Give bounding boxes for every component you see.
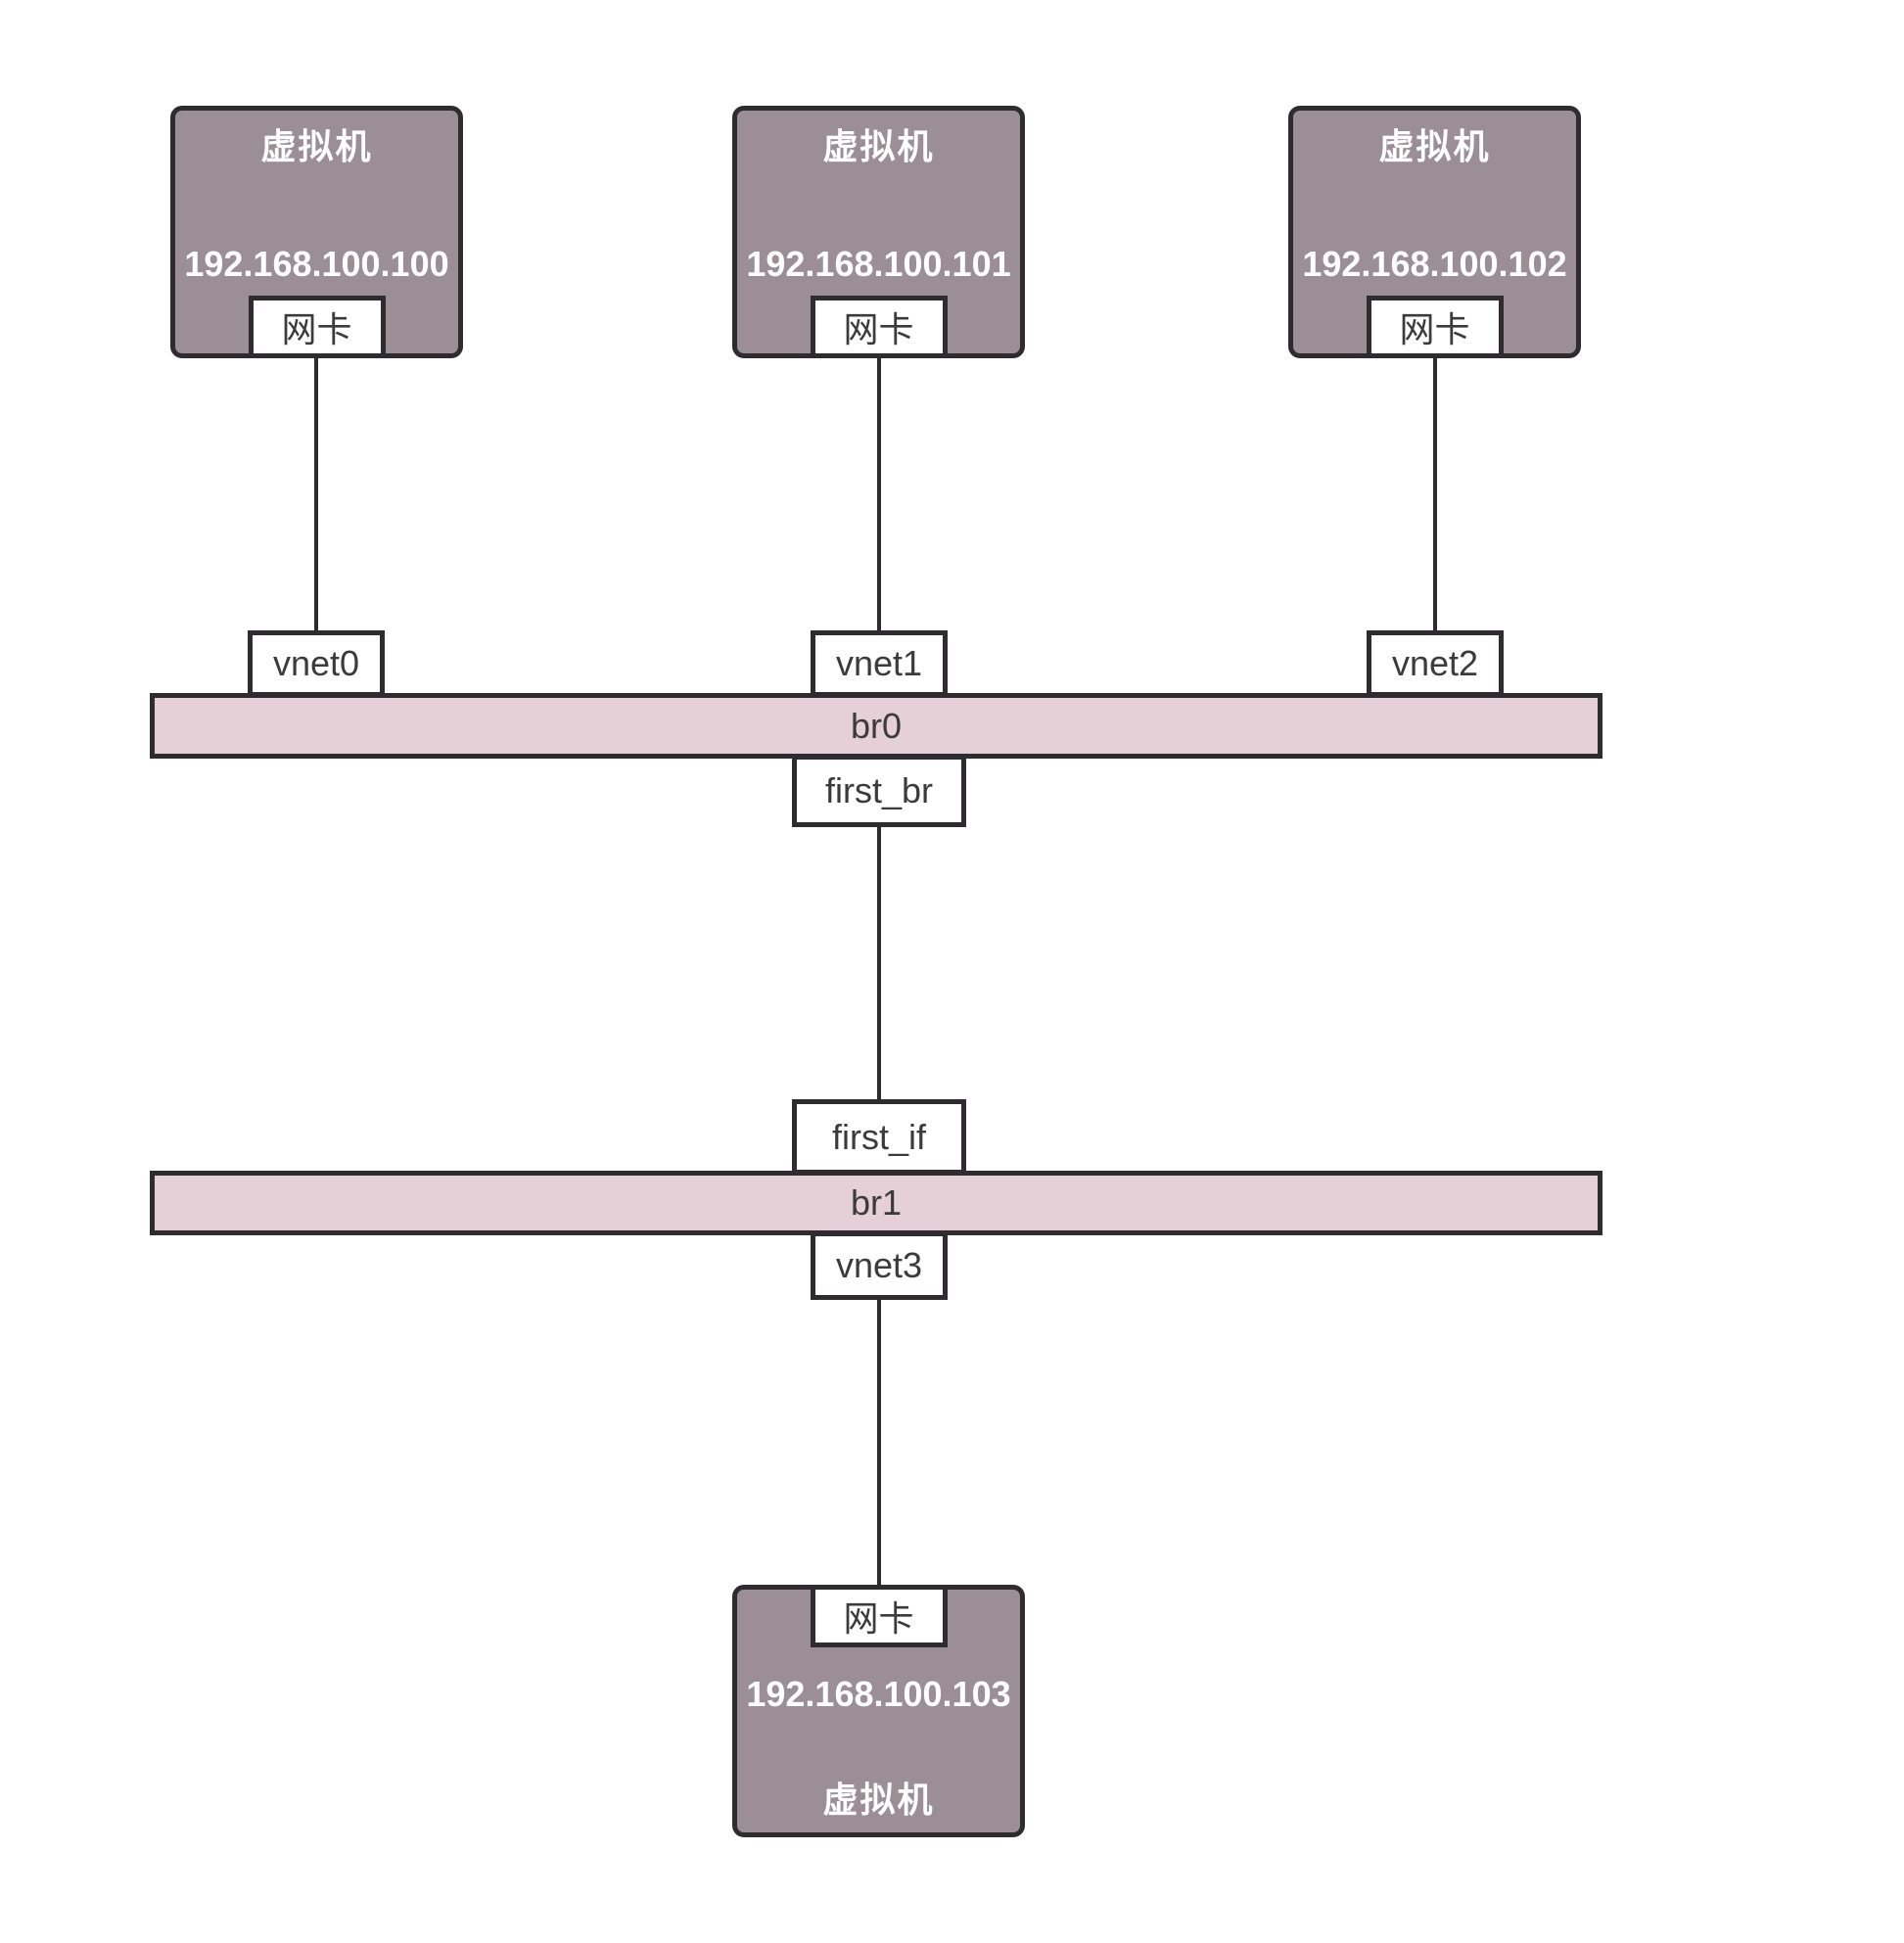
connector-firstbr-firstif bbox=[877, 825, 881, 1101]
bridge-br1: br1 bbox=[150, 1171, 1602, 1235]
vm-card-1: 虚拟机 192.168.100.100 网卡 bbox=[170, 106, 463, 358]
vm-ip-address: 192.168.100.100 bbox=[184, 244, 449, 284]
vnet1-box: vnet1 bbox=[811, 630, 948, 697]
first-if-box: first_if bbox=[792, 1099, 966, 1175]
vm-title: 虚拟机 bbox=[1378, 126, 1491, 166]
vm-card-4: 网卡 192.168.100.103 虚拟机 bbox=[732, 1585, 1025, 1837]
vm-ip-address: 192.168.100.101 bbox=[746, 244, 1011, 284]
connector-vm3-vnet2 bbox=[1433, 356, 1437, 632]
vm-card-3: 虚拟机 192.168.100.102 网卡 bbox=[1288, 106, 1581, 358]
connector-vm2-vnet1 bbox=[877, 356, 881, 632]
vm-title: 虚拟机 bbox=[822, 126, 935, 166]
nic-box: 网卡 bbox=[810, 296, 948, 358]
first-br-box: first_br bbox=[792, 755, 966, 827]
vm-ip-address: 192.168.100.103 bbox=[746, 1674, 1011, 1714]
connector-vnet3-vm4 bbox=[877, 1298, 881, 1587]
vnet3-box: vnet3 bbox=[811, 1231, 948, 1300]
vm-card-2: 虚拟机 192.168.100.101 网卡 bbox=[732, 106, 1025, 358]
bridge-br0: br0 bbox=[150, 693, 1602, 759]
nic-box: 网卡 bbox=[810, 1585, 948, 1647]
vnet2-box: vnet2 bbox=[1367, 630, 1504, 697]
vm-title: 虚拟机 bbox=[260, 126, 373, 166]
nic-box: 网卡 bbox=[1366, 296, 1504, 358]
vnet0-box: vnet0 bbox=[248, 630, 385, 697]
nic-box: 网卡 bbox=[248, 296, 386, 358]
vm-ip-address: 192.168.100.102 bbox=[1302, 244, 1567, 284]
vm-title: 虚拟机 bbox=[822, 1780, 935, 1820]
connector-vm1-vnet0 bbox=[314, 356, 318, 632]
